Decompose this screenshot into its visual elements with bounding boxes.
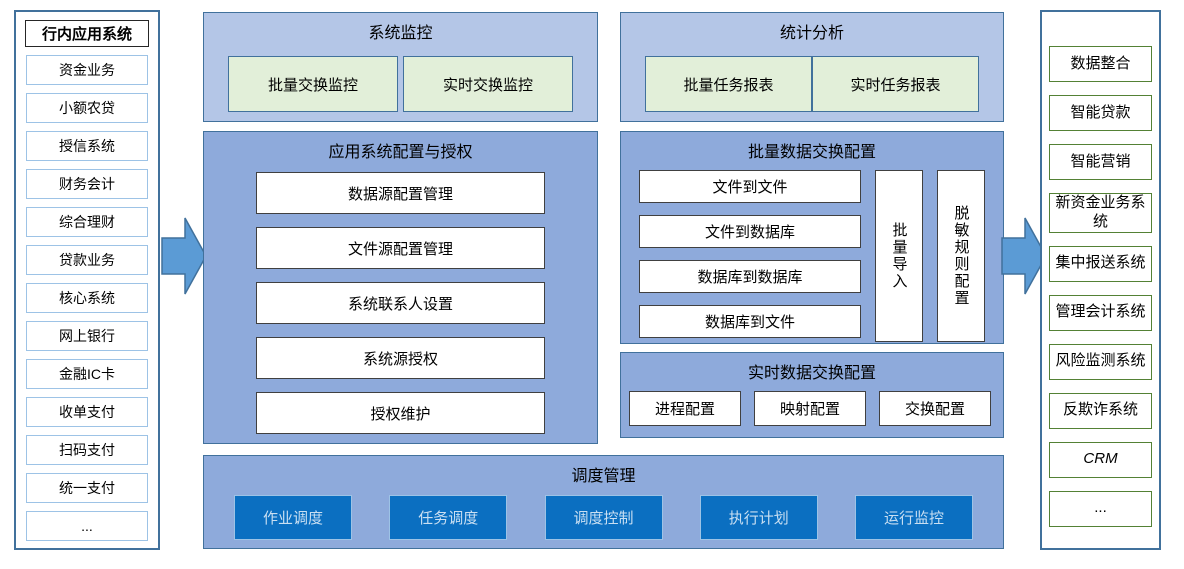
right-system-item: 数据整合 — [1049, 46, 1152, 82]
schedule-item: 调度控制 — [544, 495, 663, 540]
right-system-item: 集中报送系统 — [1049, 245, 1152, 282]
right-system-item: 反欺诈系统 — [1049, 392, 1152, 429]
left-app-item: 综合理财 — [26, 207, 148, 237]
app-config-item: 授权维护 — [256, 392, 545, 434]
right-arrow-icon — [161, 217, 207, 295]
right-system-item: ... — [1049, 490, 1152, 527]
panel-title: 实时数据交换配置 — [747, 365, 876, 382]
realtime-exchange-panel: 实时数据交换配置 进程配置 映射配置 交换配置 — [620, 352, 1004, 438]
system-monitor-panel: 系统监控 批量交换监控 实时交换监控 — [203, 12, 598, 122]
stats-item: 实时任务报表 — [812, 56, 979, 112]
right-systems-panel: 数据整合 智能贷款 智能营销 新资金业务系统 集中报送系统 管理会计系统 风险监… — [1040, 10, 1161, 550]
right-system-item-crm: CRM — [1049, 441, 1152, 478]
batch-row: 数据库到数据库 — [639, 260, 861, 293]
left-app-item: 核心系统 — [26, 283, 148, 313]
left-app-item: 小额农贷 — [26, 93, 148, 123]
left-app-item: 授信系统 — [26, 131, 148, 161]
right-system-item: 新资金业务系统 — [1049, 193, 1152, 233]
app-config-items: 数据源配置管理 文件源配置管理 系统联系人设置 系统源授权 授权维护 — [204, 162, 597, 434]
batch-exchange-rows: 文件到文件 文件到数据库 数据库到数据库 数据库到文件 — [639, 170, 861, 342]
right-arrow-icon — [1001, 217, 1047, 295]
panel-title: 系统监控 — [368, 25, 433, 42]
left-app-item: ... — [26, 511, 148, 541]
left-app-item: 财务会计 — [26, 169, 148, 199]
batch-row: 文件到文件 — [639, 170, 861, 203]
panel-title: 统计分析 — [779, 25, 844, 42]
left-app-item: 扫码支付 — [26, 435, 148, 465]
left-app-item: 网上银行 — [26, 321, 148, 351]
stats-item: 批量任务报表 — [645, 56, 812, 112]
stats-analysis-panel: 统计分析 批量任务报表 实时任务报表 — [620, 12, 1004, 122]
right-system-item: 管理会计系统 — [1049, 294, 1152, 331]
realtime-items: 进程配置 映射配置 交换配置 — [621, 383, 1003, 426]
schedule-item: 作业调度 — [234, 495, 352, 540]
schedule-item: 执行计划 — [699, 495, 818, 540]
panel-title: 批量数据交换配置 — [747, 144, 876, 161]
realtime-item: 映射配置 — [754, 391, 866, 426]
schedule-panel: 调度管理 作业调度 任务调度 调度控制 执行计划 运行监控 — [203, 455, 1004, 549]
stats-items: 批量任务报表 实时任务报表 — [621, 43, 1003, 112]
realtime-item: 交换配置 — [879, 391, 991, 426]
left-app-item: 资金业务 — [26, 55, 148, 85]
batch-exchange-body: 文件到文件 文件到数据库 数据库到数据库 数据库到文件 批量导入 脱敏规则配置 — [621, 162, 1003, 342]
masking-rule-config-box: 脱敏规则配置 — [937, 170, 985, 342]
batch-import-box: 批量导入 — [875, 170, 923, 342]
monitor-items: 批量交换监控 实时交换监控 — [204, 43, 597, 112]
right-system-item: 智能营销 — [1049, 144, 1152, 180]
left-app-item: 贷款业务 — [26, 245, 148, 275]
app-config-panel: 应用系统配置与授权 数据源配置管理 文件源配置管理 系统联系人设置 系统源授权 … — [203, 131, 598, 444]
app-config-item: 系统联系人设置 — [256, 282, 545, 324]
left-app-item: 收单支付 — [26, 397, 148, 427]
schedule-item: 运行监控 — [855, 495, 973, 540]
panel-title: 调度管理 — [571, 468, 636, 485]
batch-row: 文件到数据库 — [639, 215, 861, 248]
batch-row: 数据库到文件 — [639, 305, 861, 338]
left-app-item: 金融IC卡 — [26, 359, 148, 389]
right-system-item: 智能贷款 — [1049, 95, 1152, 131]
schedule-item: 任务调度 — [389, 495, 508, 540]
realtime-item: 进程配置 — [629, 391, 741, 426]
left-panel-title: 行内应用系统 — [25, 20, 149, 47]
app-config-item: 文件源配置管理 — [256, 227, 545, 269]
left-apps-panel: 行内应用系统 资金业务 小额农贷 授信系统 财务会计 综合理财 贷款业务 核心系… — [14, 10, 160, 550]
app-config-item: 系统源授权 — [256, 337, 545, 379]
monitor-item: 实时交换监控 — [403, 56, 573, 112]
batch-exchange-panel: 批量数据交换配置 文件到文件 文件到数据库 数据库到数据库 数据库到文件 批量导… — [620, 131, 1004, 344]
schedule-items: 作业调度 任务调度 调度控制 执行计划 运行监控 — [204, 486, 1003, 540]
app-config-item: 数据源配置管理 — [256, 172, 545, 214]
left-app-item: 统一支付 — [26, 473, 148, 503]
right-system-item: 风险监测系统 — [1049, 343, 1152, 380]
panel-title: 应用系统配置与授权 — [328, 144, 473, 161]
monitor-item: 批量交换监控 — [228, 56, 398, 112]
